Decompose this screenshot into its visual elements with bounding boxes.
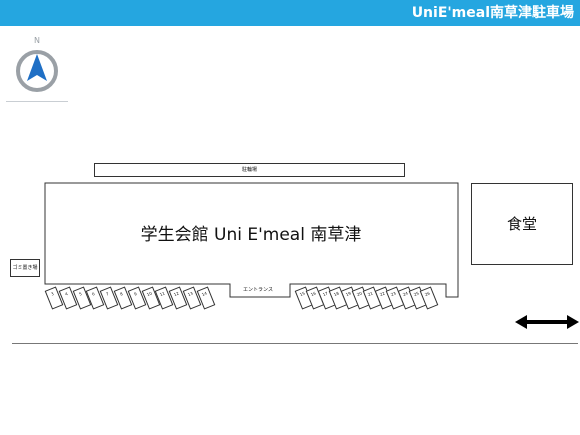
parking-spot-number: 4 [63, 291, 69, 297]
parking-spot-number: 3 [50, 291, 55, 297]
parking-spot-number: 8 [119, 291, 124, 297]
parking-spot-number: 7 [105, 291, 110, 297]
compass: N [6, 36, 70, 102]
trash-area: ゴミ置き場 [10, 259, 40, 277]
road-line [12, 343, 578, 344]
parking-spot-number: 12 [173, 290, 180, 298]
cafeteria: 食堂 [471, 183, 573, 265]
entrance-label: エントランス [243, 287, 273, 293]
parking-spot-number: 26 [424, 290, 432, 298]
parking-spot-number: 11 [159, 290, 167, 298]
header-bar: UniE'meal南草津駐車場 [0, 0, 580, 26]
north-arrow-icon [16, 50, 58, 92]
parking-spot-number: 9 [132, 291, 138, 297]
bike-parking: 駐輪場 [94, 163, 405, 177]
parking-spot-number: 10 [145, 290, 153, 298]
cafeteria-label: 食堂 [506, 215, 537, 233]
trash-area-label: ゴミ置き場 [12, 265, 38, 271]
parking-spot-number: 14 [200, 290, 208, 298]
parking-spot-number: 6 [91, 291, 96, 297]
building-name: 学生会館 Uni E'meal 南草津 [140, 225, 362, 245]
parking-spot: 14 [196, 286, 216, 310]
compass-north-label: N [34, 36, 40, 45]
compass-divider [6, 101, 68, 102]
parking-spot-number: 5 [77, 291, 83, 297]
bike-parking-label: 駐輪場 [241, 167, 257, 173]
header-title: UniE'meal南草津駐車場 [411, 5, 574, 21]
parking-spot-number: 13 [187, 290, 194, 298]
